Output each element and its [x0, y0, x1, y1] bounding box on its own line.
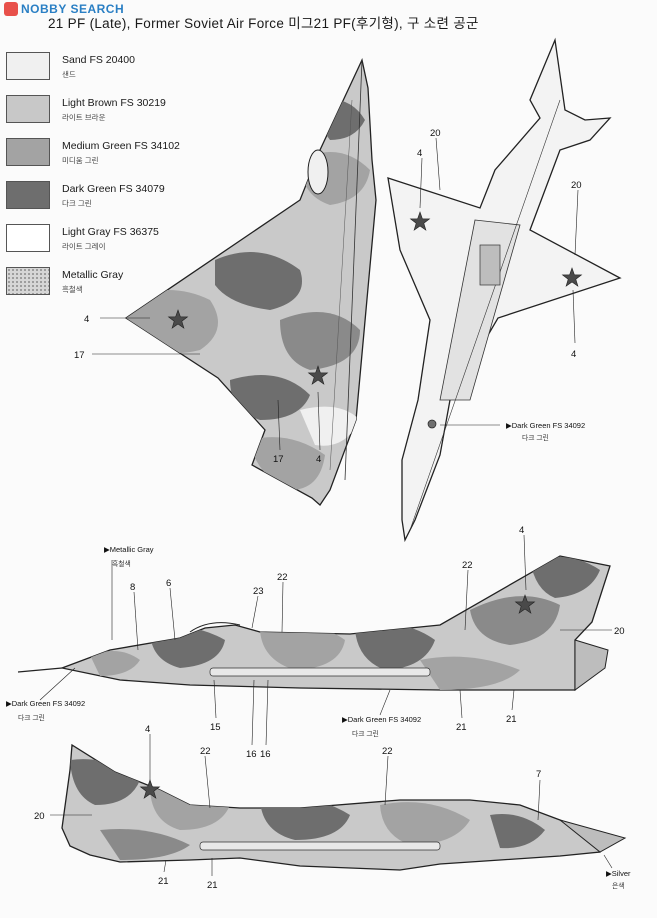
- page-title: 21 PF (Late), Former Soviet Air Force 미그…: [48, 16, 479, 31]
- callout-22: 22: [462, 560, 473, 571]
- note-sublabel: 은색: [612, 881, 625, 890]
- legend-label: Medium Green FS 34102: [62, 140, 180, 152]
- callout-4: 4: [519, 525, 524, 536]
- color-notes: ▶Dark Green FS 34092 다크 그린 ▶Metallic Gra…: [6, 421, 631, 890]
- note-sublabel: 다크 그린: [522, 433, 549, 442]
- callout-8: 8: [130, 582, 135, 593]
- note-dark-green: ▶Dark Green FS 34092: [6, 699, 85, 708]
- legend-sublabel: 다크 그린: [62, 199, 92, 208]
- legend-item-medium-green: Medium Green FS 34102 미디움 그린: [6, 134, 246, 176]
- light-gray-swatch: [6, 224, 50, 252]
- callout-21: 21: [207, 880, 218, 891]
- callout-7: 7: [536, 769, 541, 780]
- callout-20: 20: [571, 180, 582, 191]
- callout-6: 6: [166, 578, 171, 589]
- legend-sublabel: 흑철색: [62, 285, 83, 294]
- watermark: NOBBY SEARCH: [4, 2, 124, 16]
- legend-item-metallic-gray: Metallic Gray 흑철색: [6, 263, 246, 305]
- callout-21: 21: [158, 876, 169, 887]
- bottom-view-drawing: [387, 37, 622, 543]
- callout-20: 20: [614, 626, 625, 637]
- callouts: 4 17 17 4 20 4 20 4 8 6 23 22 22 4 20 15…: [34, 128, 625, 891]
- medium-green-swatch: [6, 138, 50, 166]
- note-silver: ▶Silver: [606, 869, 631, 878]
- callout-21: 21: [456, 722, 467, 733]
- dark-green-swatch: [6, 181, 50, 209]
- note-dark-green: ▶Dark Green FS 34092: [506, 421, 585, 430]
- note-sublabel: 다크 그린: [352, 729, 379, 738]
- legend-label: Light Brown FS 30219: [62, 97, 166, 109]
- legend-item-light-brown: Light Brown FS 30219 라이트 브라운: [6, 91, 246, 133]
- callout-17: 17: [74, 350, 85, 361]
- side-view-lower-drawing: [61, 743, 627, 871]
- legend-label: Sand FS 20400: [62, 54, 135, 66]
- light-brown-swatch: [6, 95, 50, 123]
- callout-15: 15: [210, 722, 221, 733]
- legend-sublabel: 미디움 그린: [62, 156, 99, 165]
- side-view-upper-drawing: [17, 555, 611, 691]
- legend-item-light-gray: Light Gray FS 36375 라이트 그레이: [6, 220, 246, 262]
- callout-4: 4: [145, 724, 150, 735]
- callout-16: 16: [260, 749, 271, 760]
- callout-22: 22: [382, 746, 393, 757]
- watermark-logo-icon: [4, 2, 18, 16]
- callout-20: 20: [34, 811, 45, 822]
- color-legend: Sand FS 20400 샌드 Light Brown FS 30219 라이…: [6, 48, 246, 306]
- callout-17: 17: [273, 454, 284, 465]
- note-sublabel: 다크 그린: [18, 713, 45, 722]
- legend-item-sand: Sand FS 20400 샌드: [6, 48, 246, 90]
- legend-label: Light Gray FS 36375: [62, 226, 159, 238]
- legend-sublabel: 라이트 그레이: [62, 242, 106, 251]
- callout-20: 20: [430, 128, 441, 139]
- legend-item-dark-green: Dark Green FS 34079 다크 그린: [6, 177, 246, 219]
- legend-sublabel: 샌드: [62, 70, 76, 79]
- callout-4: 4: [84, 314, 89, 325]
- top-view-drawing: [124, 57, 377, 506]
- callout-16: 16: [246, 749, 257, 760]
- callout-4: 4: [316, 454, 321, 465]
- note-sublabel: 흑철색: [112, 559, 131, 568]
- note-metallic-gray: ▶Metallic Gray: [104, 545, 154, 554]
- callout-22: 22: [277, 572, 288, 583]
- watermark-text: NOBBY SEARCH: [21, 2, 125, 16]
- note-dark-green: ▶Dark Green FS 34092: [342, 715, 421, 724]
- callout-4: 4: [571, 349, 576, 360]
- legend-label: Dark Green FS 34079: [62, 183, 165, 195]
- legend-sublabel: 라이트 브라운: [62, 113, 106, 122]
- callout-21: 21: [506, 714, 517, 725]
- callout-4: 4: [417, 148, 422, 159]
- sand-swatch: [6, 52, 50, 80]
- metallic-gray-swatch: [6, 267, 50, 295]
- header: NOBBY SEARCH 21 PF (Late), Former Soviet…: [0, 0, 657, 40]
- callout-23: 23: [253, 586, 264, 597]
- callout-22: 22: [200, 746, 211, 757]
- legend-label: Metallic Gray: [62, 269, 124, 281]
